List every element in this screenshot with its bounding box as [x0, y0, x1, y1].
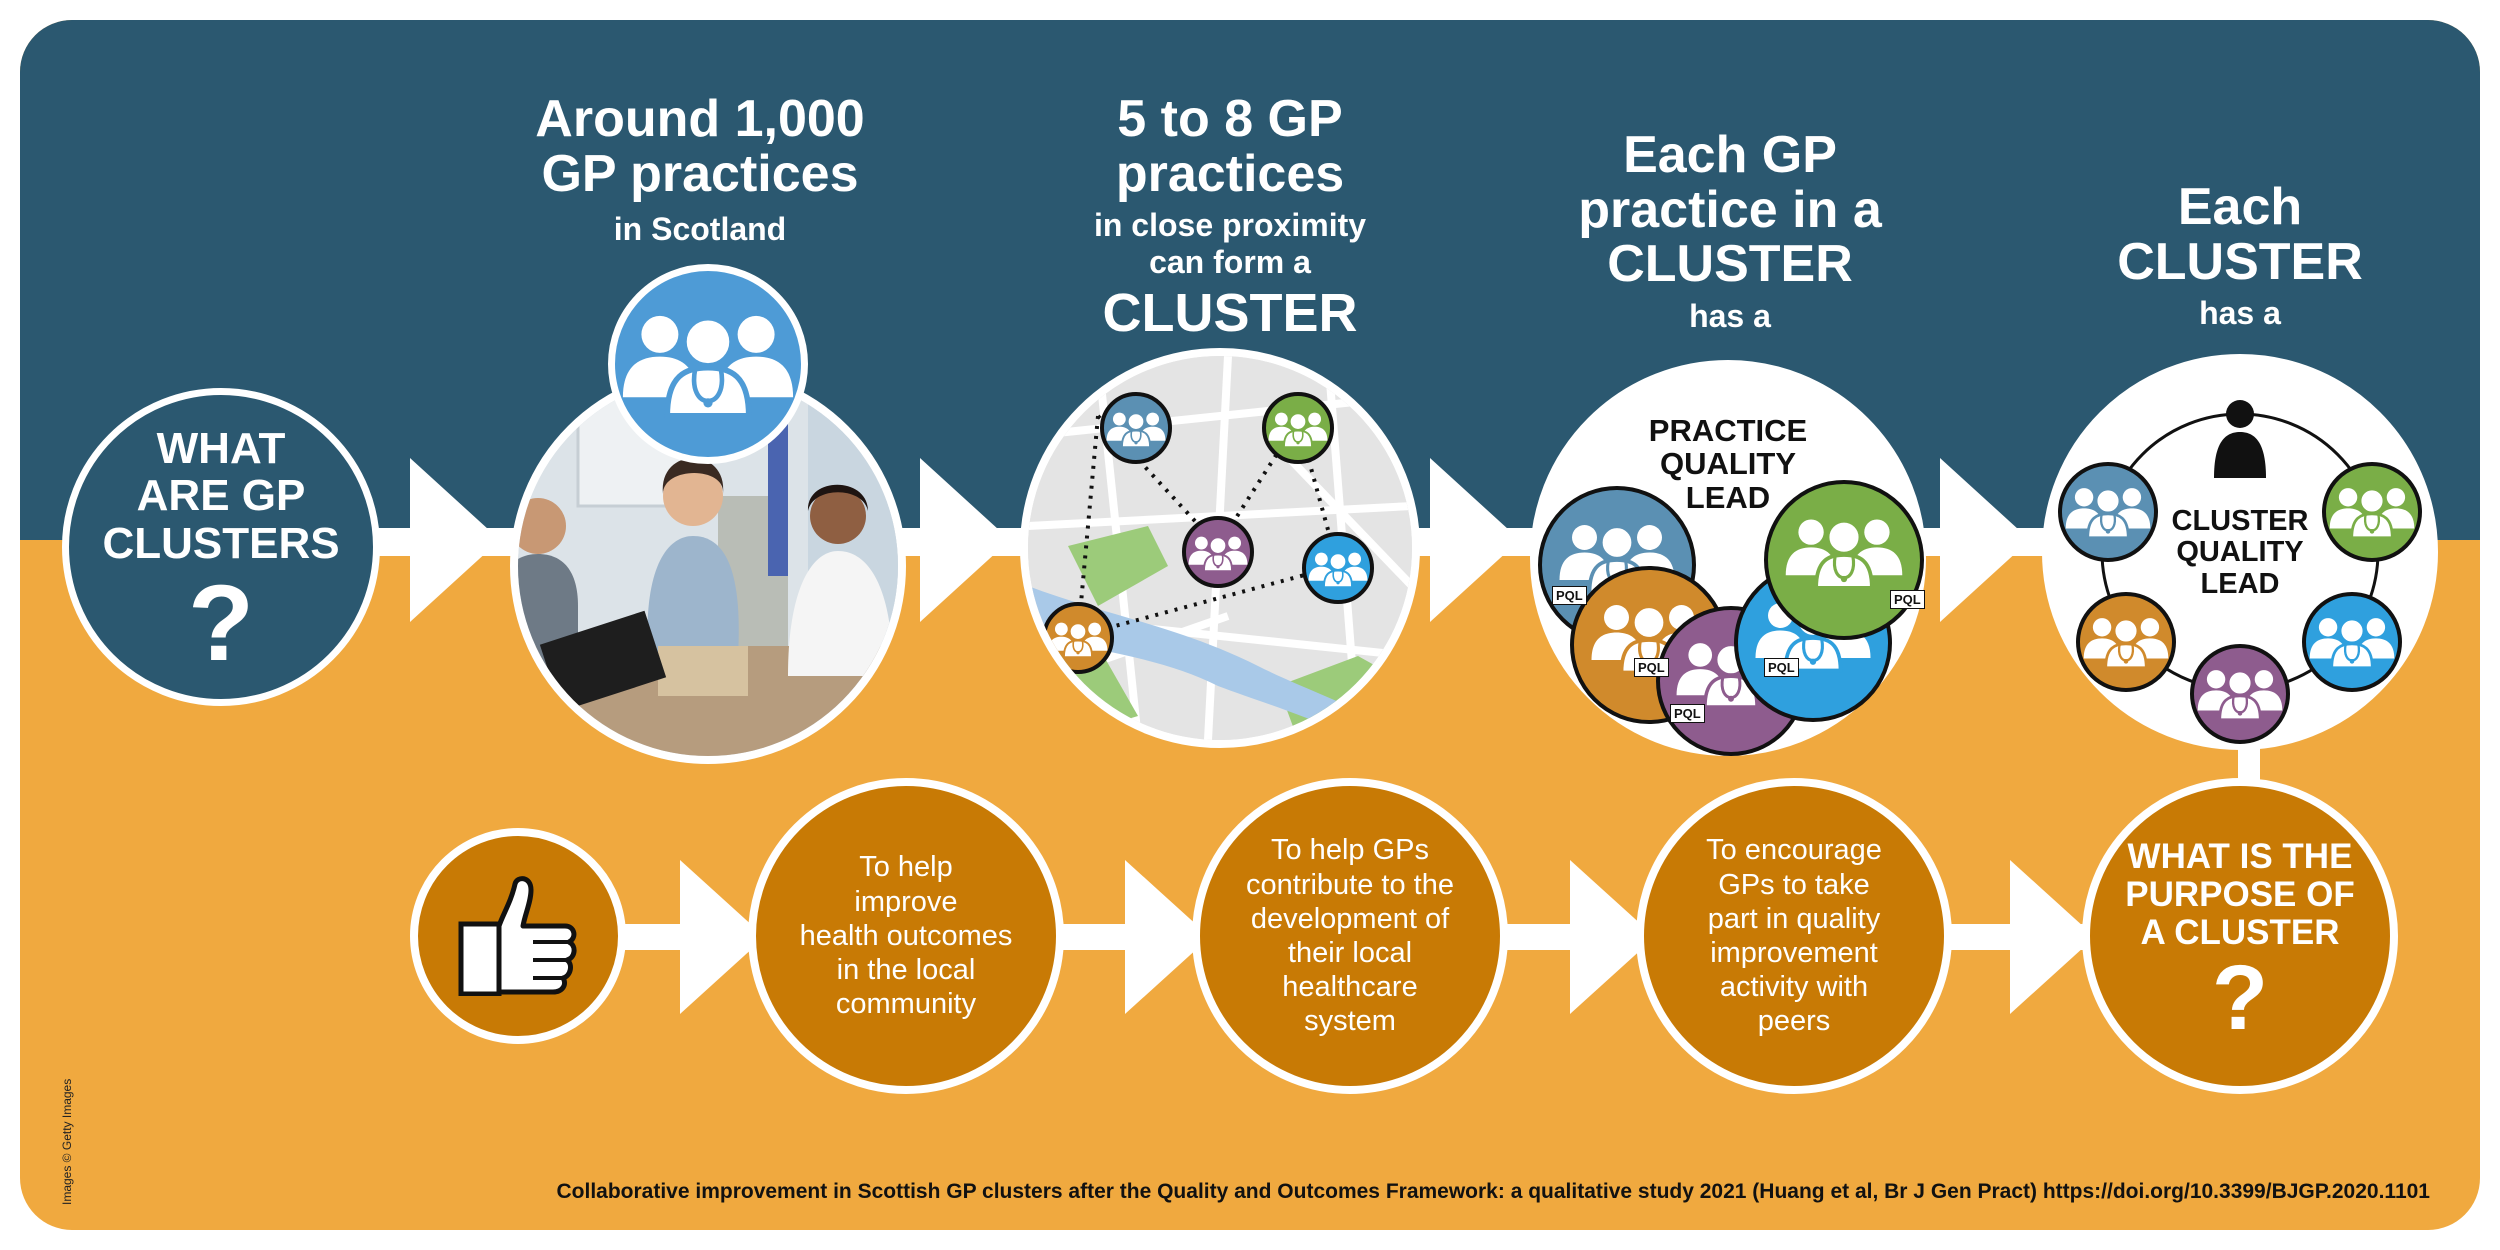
- step1-line-2: GP practices: [541, 144, 859, 203]
- arrow-left-2: [1570, 860, 1655, 1014]
- map-icon: [1020, 348, 1420, 748]
- doctor-group-icon: [1307, 551, 1369, 589]
- doctor-group-icon: [2196, 668, 2284, 722]
- arrow-right-2: [920, 458, 1010, 622]
- pql-badge: PQL: [1890, 590, 1925, 609]
- purpose-circle: WHAT IS THE PURPOSE OF A CLUSTER ?: [2082, 778, 2398, 1094]
- step1-line-1: Around 1,000: [535, 90, 865, 148]
- pql-badge: PQL: [1764, 658, 1799, 677]
- step1-label: Around 1,000 GP practices in Scotland: [490, 92, 910, 248]
- doctor-group-icon-step1: [608, 264, 808, 464]
- cql-node-blue: [2058, 462, 2158, 562]
- pql-badge: PQL: [1552, 586, 1587, 605]
- cql-node-orange: [2076, 592, 2176, 692]
- step3-sub: has a: [1689, 297, 1771, 334]
- map-node-orange: [1042, 602, 1114, 674]
- arrow-left-3: [1125, 860, 1210, 1014]
- intro-circle: WHAT ARE GP CLUSTERS ?: [62, 388, 380, 706]
- pql-badge: PQL: [1634, 658, 1669, 677]
- doctor-group-icon: [2328, 486, 2416, 540]
- step3-label: Each GP practice in a CLUSTER has a: [1520, 128, 1940, 335]
- infographic-panel: WHAT ARE GP CLUSTERS ? Around 1,000 GP p…: [20, 20, 2480, 1230]
- aim-text-3: To help improve health outcomes in the l…: [799, 851, 1013, 1021]
- step3-line-1: Each GP: [1623, 126, 1837, 184]
- doctor-group-icon: [1783, 517, 1905, 590]
- arrow-right-4: [1940, 458, 2030, 622]
- intro-line-1: WHAT: [156, 424, 286, 474]
- step4-sub: has a: [2199, 295, 2281, 332]
- doctor-group-icon: [2082, 616, 2170, 670]
- step3-line-2: practice in a: [1578, 180, 1882, 239]
- step1-sub: in Scotland: [613, 211, 787, 248]
- practice-quality-lead-circle: PRACTICE QUALITY LEAD PQL PQL PQL PQL PQ…: [1530, 360, 1926, 756]
- map-node-blue: [1100, 392, 1172, 464]
- arrow-left-1: [2010, 860, 2095, 1014]
- step4-label: Each CLUSTER has a: [2030, 180, 2450, 332]
- doctor-group-icon: [2308, 616, 2396, 670]
- intro-line-2: ARE GP: [136, 471, 306, 521]
- purpose-title: WHAT IS THE PURPOSE OF A CLUSTER: [2125, 837, 2355, 952]
- question-icon: ?: [188, 561, 254, 683]
- intro-line-3: CLUSTERS: [102, 518, 340, 568]
- step2-line-2: practices: [1115, 144, 1345, 203]
- step2-cluster-word: CLUSTER: [1102, 282, 1358, 343]
- step2-sub-2: can form a: [1149, 243, 1311, 280]
- doctor-group-icon: [1105, 411, 1167, 449]
- step2-label: 5 to 8 GP practices in close proximity c…: [1020, 92, 1440, 341]
- map-node-skyblue: [1302, 532, 1374, 604]
- step2-sub-1: in close proximity: [1093, 207, 1367, 244]
- step3-line-3: CLUSTER: [1607, 235, 1853, 294]
- step2-line-1: 5 to 8 GP: [1117, 90, 1343, 148]
- thumbs-up-icon: [458, 876, 577, 996]
- cluster-quality-lead-circle: CLUSTER QUALITY LEAD: [2042, 354, 2438, 750]
- aim-text-2: To help GPs contribute to the developmen…: [1246, 834, 1454, 1038]
- arrow-right-1: [410, 458, 500, 622]
- image-credit: Images © Getty Images: [60, 1078, 74, 1205]
- aim-circle-2: To help GPs contribute to the developmen…: [1192, 778, 1508, 1094]
- cql-node-skyblue: [2302, 592, 2402, 692]
- map-node-green: [1262, 392, 1334, 464]
- cql-node-purple: [2190, 644, 2290, 744]
- step4-line-1: Each: [2177, 178, 2303, 236]
- doctor-group-icon: [2064, 486, 2152, 540]
- practice-quality-lead-label: PRACTICE QUALITY LEAD: [1648, 413, 1808, 515]
- thumbs-up-circle: [410, 828, 626, 1044]
- aim-circle-1: To encourage GPs to take part in quality…: [1636, 778, 1952, 1094]
- aim-text-1: To encourage GPs to take part in quality…: [1706, 834, 1882, 1038]
- question-icon: ?: [2211, 946, 2269, 1049]
- map-node-purple: [1182, 516, 1254, 588]
- arrow-left-4: [680, 860, 765, 1014]
- cluster-quality-lead-label: CLUSTER QUALITY LEAD: [2171, 505, 2309, 600]
- doctor-group-icon: [1267, 411, 1329, 449]
- citation-footer: Collaborative improvement in Scottish GP…: [556, 1180, 2431, 1203]
- pql-badge: PQL: [1670, 704, 1705, 723]
- person-icon: [2214, 400, 2266, 478]
- doctor-group-icon: [1187, 535, 1249, 573]
- cql-node-green: [2322, 462, 2422, 562]
- aim-circle-3: To help improve health outcomes in the l…: [748, 778, 1064, 1094]
- doctor-group-icon: [1047, 621, 1109, 659]
- step4-line-2: CLUSTER: [2117, 232, 2363, 291]
- doctor-group-icon: [615, 271, 801, 457]
- arrow-right-3: [1430, 458, 1520, 622]
- pql-green: [1764, 480, 1924, 640]
